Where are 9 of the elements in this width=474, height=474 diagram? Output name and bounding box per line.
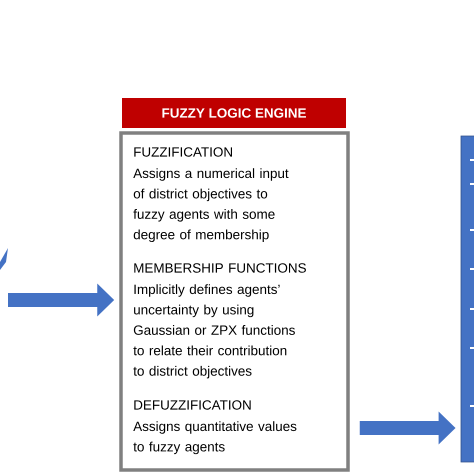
process-box (119, 131, 350, 472)
title-banner: FUZZY LOGIC ENGINE (122, 98, 346, 128)
description-text: Implicitly defines agents’ uncertainty by using Gaussian or ZPX functions to relate their contribution to district objectives (133, 284, 295, 378)
description-text: Assigns a numerical input of district objectives to fuzzy agents with some degree of membership (133, 168, 289, 242)
output-box (460, 136, 474, 462)
section-heading: FUZZIFICATION (134, 147, 232, 157)
description-text: Assigns quantitative values to fuzzy agents (133, 421, 296, 454)
section-heading: DEFUZZIFICATION (134, 400, 251, 410)
section-heading: MEMBERSHIP FUNCTIONS (134, 263, 306, 273)
